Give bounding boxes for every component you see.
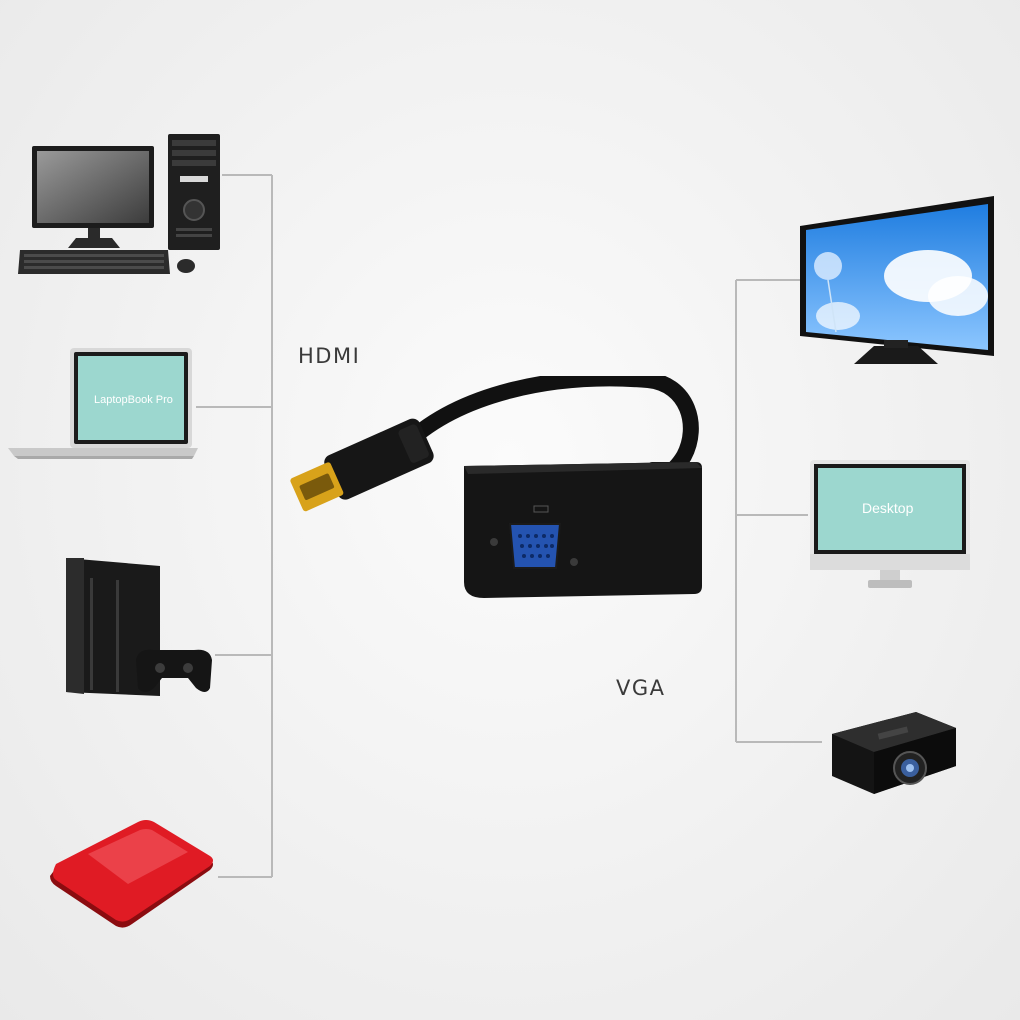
projector-icon [826,710,960,798]
tv-box-icon [48,820,218,934]
monitor-icon: Desktop [808,458,972,592]
hdmi-label: HDMI [298,344,361,368]
laptop-icon: LaptopBook Pro [8,344,198,462]
tv-icon [798,196,996,368]
desktop-pc-icon [16,132,226,282]
vga-label: VGA [616,676,666,700]
monitor-screen-text: Desktop [862,500,914,516]
hdmi-to-vga-adapter-icon [288,376,708,604]
game-console-icon [64,556,214,700]
laptop-screen-text: LaptopBook Pro [94,394,173,406]
